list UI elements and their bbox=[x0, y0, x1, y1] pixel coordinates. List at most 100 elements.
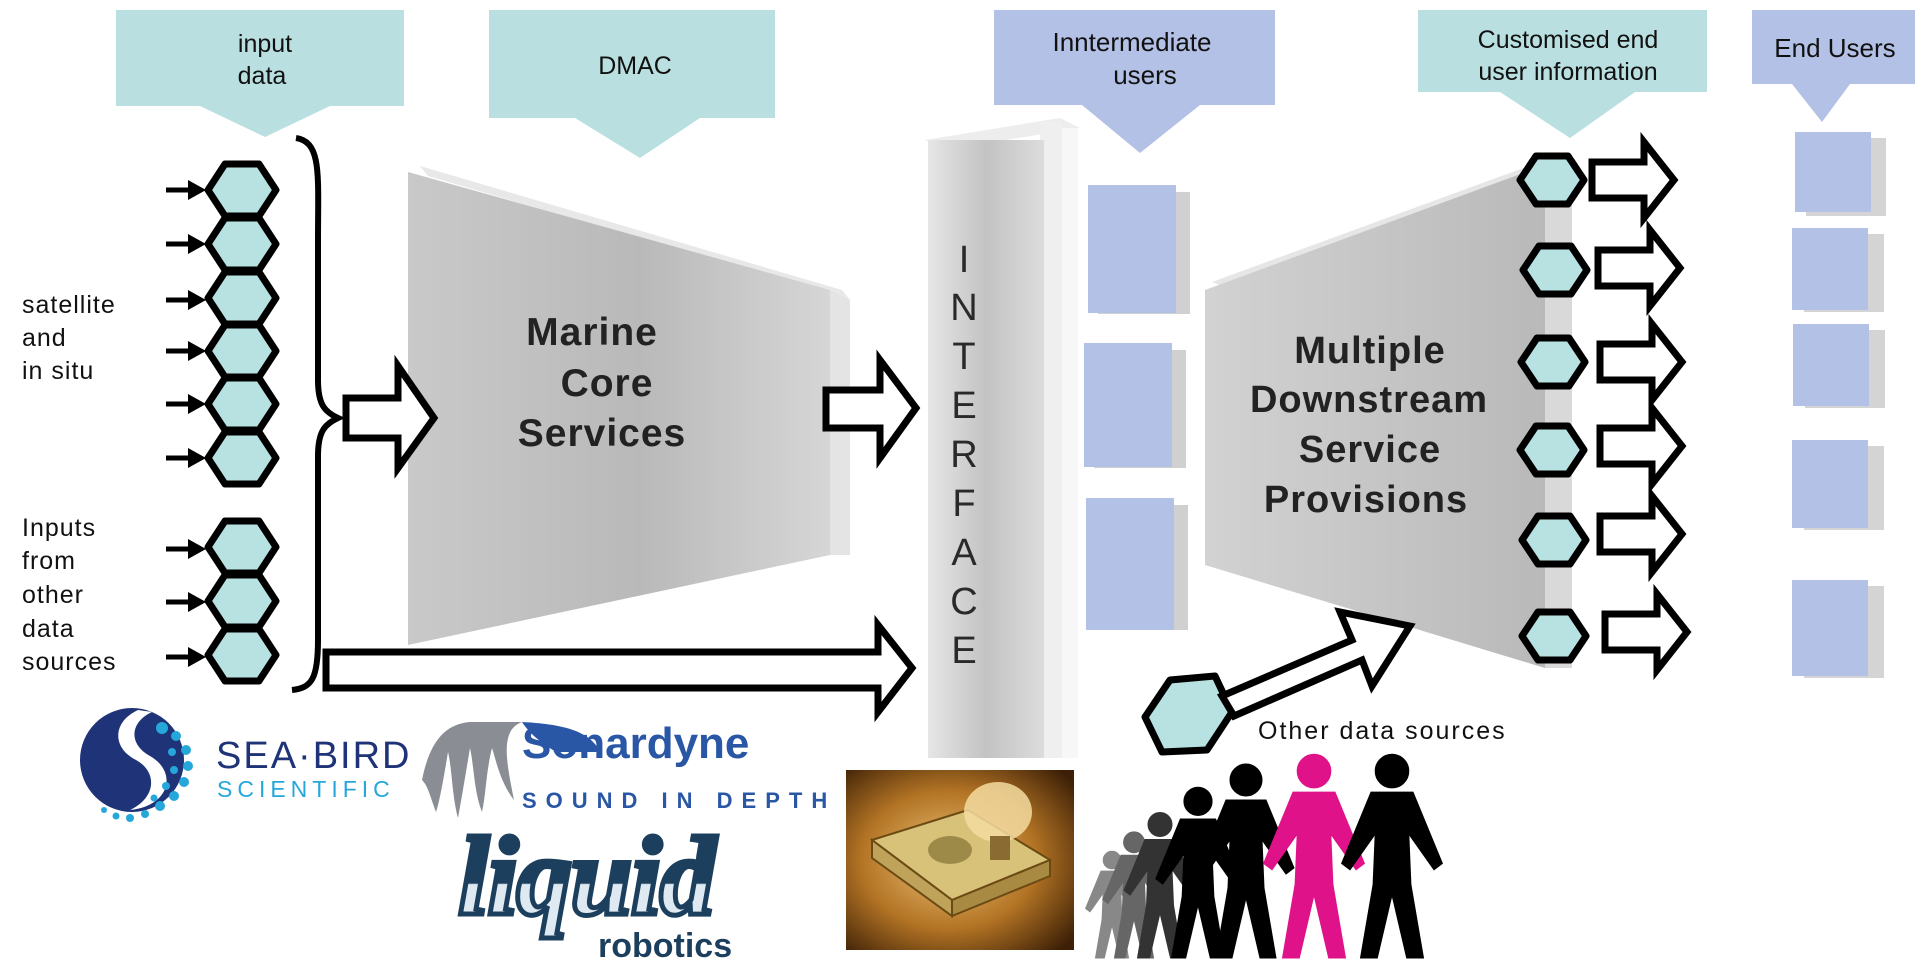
left-labels: satellite and in situ Inputs from other … bbox=[22, 291, 117, 676]
header-dmac: DMAC bbox=[489, 10, 775, 158]
input-arrow bbox=[166, 539, 206, 559]
input-hexagon bbox=[208, 378, 276, 430]
label-inputs-line4: data bbox=[22, 615, 75, 643]
end-user-boxes bbox=[1792, 132, 1886, 678]
arrow-core-to-interface bbox=[822, 349, 921, 469]
output-hexagon bbox=[1523, 246, 1587, 294]
downstream-block: Multiple Downstream Service Provisions bbox=[1205, 160, 1572, 668]
input-hexagons bbox=[208, 164, 276, 681]
other-source-hexagon bbox=[1141, 672, 1236, 756]
interface-letter: F bbox=[952, 483, 975, 525]
sonardyne-tagline: SOUND IN DEPTH bbox=[522, 788, 836, 813]
liquid-subtitle: robotics bbox=[598, 927, 732, 961]
input-arrow bbox=[166, 290, 206, 310]
header-customised-line2: user information bbox=[1478, 58, 1657, 86]
person-silhouette bbox=[1197, 763, 1295, 959]
output-hexagon bbox=[1522, 516, 1586, 564]
input-hexagon bbox=[208, 629, 276, 681]
marine-core-line3: Services bbox=[518, 412, 686, 455]
header-intermediate-line1: Inntermediate bbox=[1053, 27, 1212, 57]
marine-core-line1: Marine bbox=[526, 311, 658, 354]
input-arrows bbox=[166, 180, 206, 667]
input-hexagon bbox=[208, 521, 276, 573]
person-silhouette bbox=[1340, 753, 1444, 959]
end-user-box bbox=[1792, 580, 1868, 676]
input-hexagon bbox=[208, 218, 276, 270]
money-lightbulb-image bbox=[846, 770, 1074, 950]
input-arrow bbox=[166, 647, 206, 667]
sonardyne-wordmark: Sonardyne bbox=[522, 719, 749, 768]
input-arrow bbox=[166, 394, 206, 414]
other-data-sources-label: Other data sources bbox=[1258, 717, 1507, 745]
output-arrow bbox=[1600, 408, 1682, 484]
downstream-line1: Multiple bbox=[1294, 330, 1446, 372]
header-end-users: End Users bbox=[1752, 10, 1915, 122]
output-hexagon bbox=[1520, 426, 1584, 474]
output-arrow bbox=[1600, 496, 1682, 572]
interface-letter: A bbox=[951, 532, 977, 574]
downstream-line3: Service bbox=[1299, 429, 1441, 471]
seabird-wordmark: SEA·BIRD bbox=[216, 735, 411, 777]
header-end-users-label: End Users bbox=[1774, 33, 1895, 63]
input-arrow bbox=[166, 234, 206, 254]
interface-letter: T bbox=[952, 336, 975, 378]
interface-letter: E bbox=[951, 385, 976, 427]
output-arrows bbox=[1592, 142, 1687, 670]
end-user-box bbox=[1795, 132, 1871, 212]
input-brace bbox=[291, 135, 346, 693]
other-data-sources: Other data sources bbox=[1141, 607, 1507, 756]
header-input-data-line1: input bbox=[238, 30, 292, 58]
input-hexagon bbox=[208, 432, 276, 484]
header-input-data: input data bbox=[116, 10, 404, 137]
output-arrow bbox=[1598, 230, 1680, 306]
input-hexagon bbox=[208, 575, 276, 627]
intermediate-user-box bbox=[1084, 343, 1172, 467]
intermediate-user-boxes bbox=[1084, 185, 1190, 630]
sonardyne-emblem bbox=[422, 722, 600, 818]
intermediate-user-box bbox=[1086, 498, 1174, 630]
label-satellite-line3: in situ bbox=[22, 357, 94, 385]
downstream-line2: Downstream bbox=[1250, 379, 1488, 421]
output-hexagon bbox=[1522, 612, 1586, 660]
interface-letter: R bbox=[950, 434, 977, 476]
person-silhouette bbox=[1262, 753, 1366, 959]
header-customised-line1: Customised end bbox=[1478, 26, 1659, 54]
label-satellite-line1: satellite bbox=[22, 291, 116, 319]
header-customised-info: Customised end user information bbox=[1418, 10, 1707, 138]
liquid-robotics-logo: liquid robotics bbox=[456, 813, 733, 961]
input-hexagon bbox=[208, 272, 276, 324]
header-input-data-line2: data bbox=[238, 62, 287, 90]
label-inputs-line2: from bbox=[22, 547, 76, 575]
input-arrow bbox=[166, 592, 206, 612]
header-intermediate-users: Inntermediate users bbox=[994, 10, 1275, 153]
output-hexagon bbox=[1520, 156, 1584, 204]
end-user-box bbox=[1792, 228, 1868, 310]
input-arrow bbox=[166, 180, 206, 200]
interface-letter: N bbox=[950, 287, 977, 329]
seabird-subtitle: SCIENTIFIC bbox=[217, 776, 395, 802]
label-inputs-line5: sources bbox=[22, 648, 117, 676]
money-stack bbox=[869, 808, 1053, 918]
arrow-inputs-to-core bbox=[342, 354, 439, 479]
marine-core-block: Marine Core Services bbox=[408, 166, 850, 645]
output-arrow bbox=[1605, 594, 1687, 670]
output-arrow bbox=[1592, 142, 1674, 218]
output-arrow bbox=[1600, 324, 1682, 400]
interface-block: I N T E R F A C E bbox=[925, 118, 1080, 758]
input-hexagon bbox=[208, 164, 276, 216]
downstream-line4: Provisions bbox=[1264, 479, 1468, 521]
input-arrow bbox=[166, 341, 206, 361]
seabird-logo: SEA·BIRD SCIENTIFIC bbox=[80, 708, 411, 822]
label-inputs-line3: other bbox=[22, 581, 84, 609]
sonardyne-logo: Sonardyne SOUND IN DEPTH bbox=[422, 719, 836, 818]
header-intermediate-line2: users bbox=[1113, 60, 1177, 90]
interface-letter: I bbox=[959, 239, 970, 281]
intermediate-user-box bbox=[1088, 185, 1176, 313]
liquid-wordmark: liquid bbox=[458, 815, 718, 939]
interface-letter: C bbox=[950, 581, 977, 623]
arrow-other-to-downstream bbox=[1216, 607, 1416, 721]
end-user-box bbox=[1793, 324, 1869, 406]
output-hexagon bbox=[1521, 338, 1585, 386]
header-dmac-label: DMAC bbox=[598, 52, 672, 80]
